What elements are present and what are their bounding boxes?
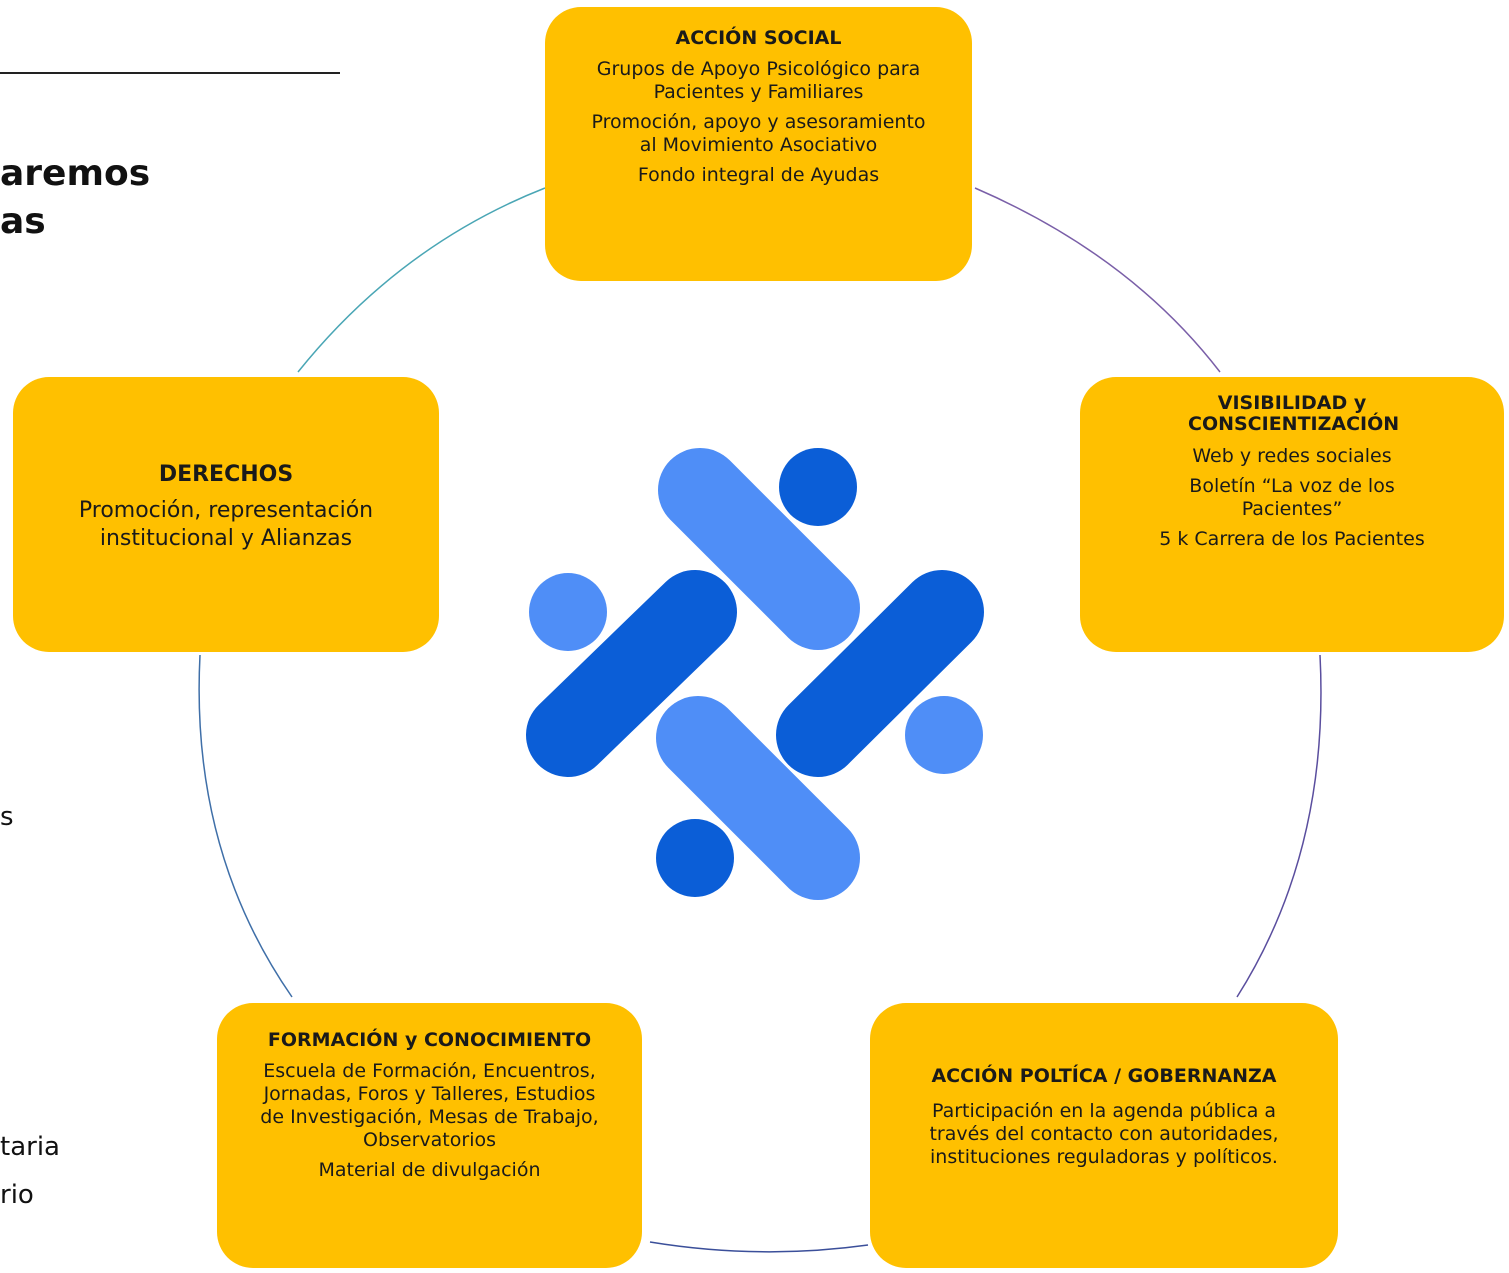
interlaced-blue-pills-logo-icon xyxy=(526,448,984,900)
ring-arc-right xyxy=(1236,654,1322,998)
logo-pill xyxy=(776,570,984,777)
box-item: Grupos de Apoyo Psicológico para Pacient… xyxy=(596,58,921,103)
box-item: Escuela de Formación, Encuentros, Jornad… xyxy=(260,1060,599,1151)
box-item: Participación en la agenda pública a tra… xyxy=(929,1100,1279,1168)
ring-arc-top-right xyxy=(974,187,1221,373)
logo-pill xyxy=(658,448,860,650)
box-visibilidad: VISIBILIDAD y CONSCIENTIZACIÓN Web y red… xyxy=(1080,377,1504,652)
box-item: Promoción, representación institucional … xyxy=(78,498,374,551)
box-title: ACCIÓN POLTÍCA / GOBERNANZA xyxy=(931,1065,1277,1087)
partial-heading-line-2: as xyxy=(0,201,46,242)
ring-arc-left xyxy=(198,654,293,998)
box-accion-politica: ACCIÓN POLTÍCA / GOBERNANZA Participació… xyxy=(870,1003,1338,1268)
horizontal-divider xyxy=(0,72,340,74)
box-item: Boletín “La voz de los Pacientes” xyxy=(1189,475,1395,520)
box-title: FORMACIÓN y CONOCIMIENTO xyxy=(267,1029,592,1051)
box-item: Fondo integral de Ayudas xyxy=(637,164,880,186)
box-item: Promoción, apoyo y asesoramiento al Movi… xyxy=(591,111,926,156)
box-title: ACCIÓN SOCIAL xyxy=(675,27,842,49)
box-title: DERECHOS xyxy=(158,462,294,487)
partial-text-fragment-1: s xyxy=(0,802,14,832)
box-accion-social: ACCIÓN SOCIAL Grupos de Apoyo Psicológic… xyxy=(545,7,972,281)
logo-dot xyxy=(905,696,983,774)
logo-dot xyxy=(779,448,857,526)
box-derechos: DERECHOS Promoción, representación insti… xyxy=(13,377,439,652)
box-title: VISIBILIDAD y CONSCIENTIZACIÓN xyxy=(1188,392,1400,435)
box-item: Web y redes sociales xyxy=(1192,445,1392,467)
logo-dot xyxy=(656,819,734,897)
partial-heading-line-1: aremos xyxy=(0,153,151,194)
logo-pill xyxy=(526,570,737,777)
partial-text-fragment-3: rio xyxy=(0,1180,34,1210)
ring-arc-top-left xyxy=(297,187,546,373)
box-item: Material de divulgación xyxy=(318,1159,541,1181)
partial-text-fragment-2: taria xyxy=(0,1132,60,1162)
box-formacion: FORMACIÓN y CONOCIMIENTO Escuela de Form… xyxy=(217,1003,642,1268)
logo-dot xyxy=(529,573,607,651)
ring-arc-bottom xyxy=(649,1241,869,1253)
logo-pill xyxy=(656,696,860,900)
box-item: 5 k Carrera de los Pacientes xyxy=(1159,528,1425,550)
